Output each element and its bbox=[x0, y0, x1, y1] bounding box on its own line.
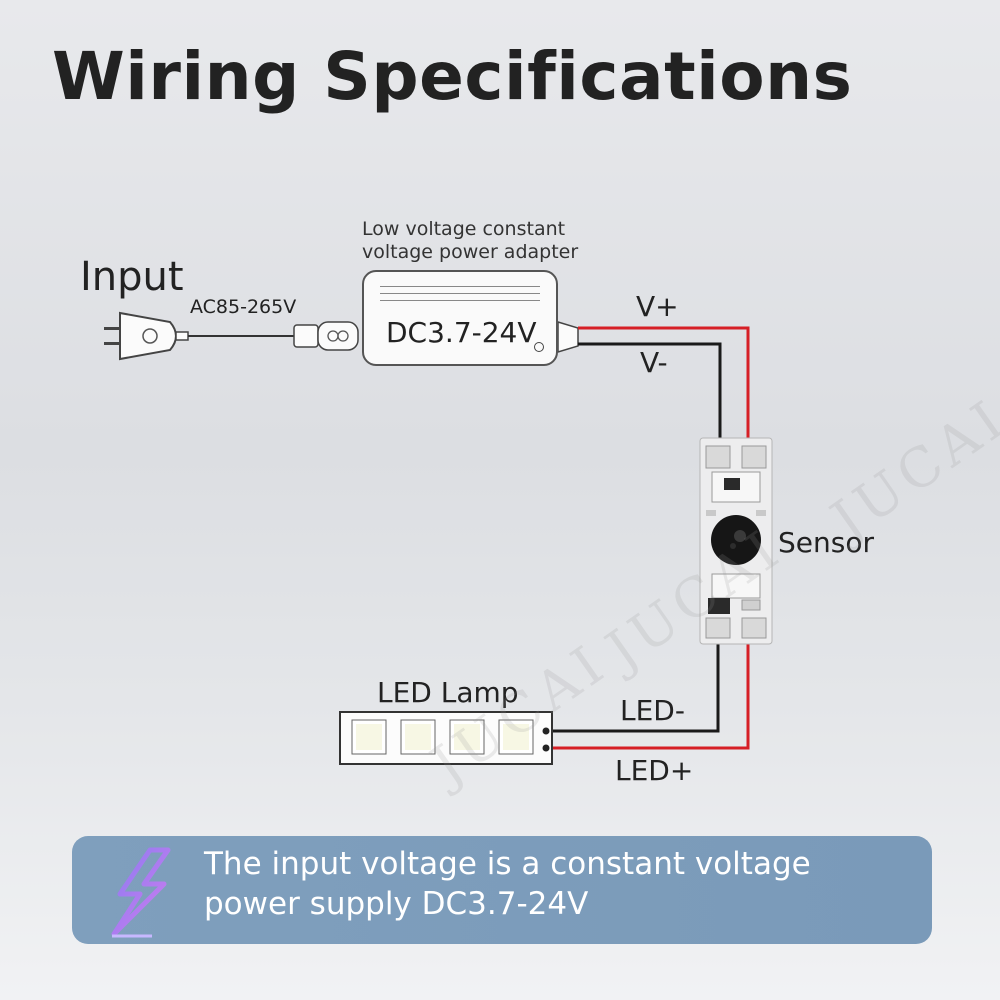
led-minus-label: LED- bbox=[620, 694, 685, 727]
input-label: Input bbox=[80, 254, 184, 300]
plug-icon bbox=[104, 311, 189, 361]
lightning-bolt-icon bbox=[111, 847, 171, 938]
adapter-output-tail bbox=[557, 320, 579, 354]
adapter-indicator bbox=[534, 342, 544, 352]
power-adapter: DC3.7-24V bbox=[362, 270, 558, 366]
sensor-label: Sensor bbox=[778, 526, 874, 559]
v-plus-wire bbox=[578, 326, 750, 440]
sensor-board-graphic bbox=[699, 437, 773, 645]
led-minus-wire bbox=[552, 642, 720, 733]
banner-text: The input voltage is a constant voltage … bbox=[204, 846, 811, 922]
led-chip-emitter bbox=[454, 724, 480, 750]
info-banner: The input voltage is a constant voltage … bbox=[72, 836, 932, 944]
adapter-caption-line1: Low voltage constant bbox=[362, 218, 566, 240]
led-chip-group bbox=[351, 719, 534, 755]
adapter-voltage: DC3.7-24V bbox=[386, 316, 537, 349]
page-title: Wiring Specifications bbox=[52, 38, 853, 115]
ac-voltage-label: AC85-265V bbox=[190, 296, 297, 318]
cable-connector bbox=[293, 321, 359, 351]
led-plus-label: LED+ bbox=[615, 754, 694, 787]
v-plus-label: V+ bbox=[636, 290, 679, 323]
v-minus-wire bbox=[578, 342, 722, 440]
led-plus-wire bbox=[552, 642, 750, 750]
v-minus-label: V- bbox=[640, 346, 668, 379]
adapter-caption: Low voltage constant voltage power adapt… bbox=[362, 218, 578, 264]
adapter-caption-line2: voltage power adapter bbox=[362, 241, 579, 263]
led-chip-emitter bbox=[405, 724, 431, 750]
led-chip-emitter bbox=[503, 724, 529, 750]
led-chip-emitter bbox=[356, 724, 382, 750]
led-lamp-label: LED Lamp bbox=[377, 676, 519, 709]
